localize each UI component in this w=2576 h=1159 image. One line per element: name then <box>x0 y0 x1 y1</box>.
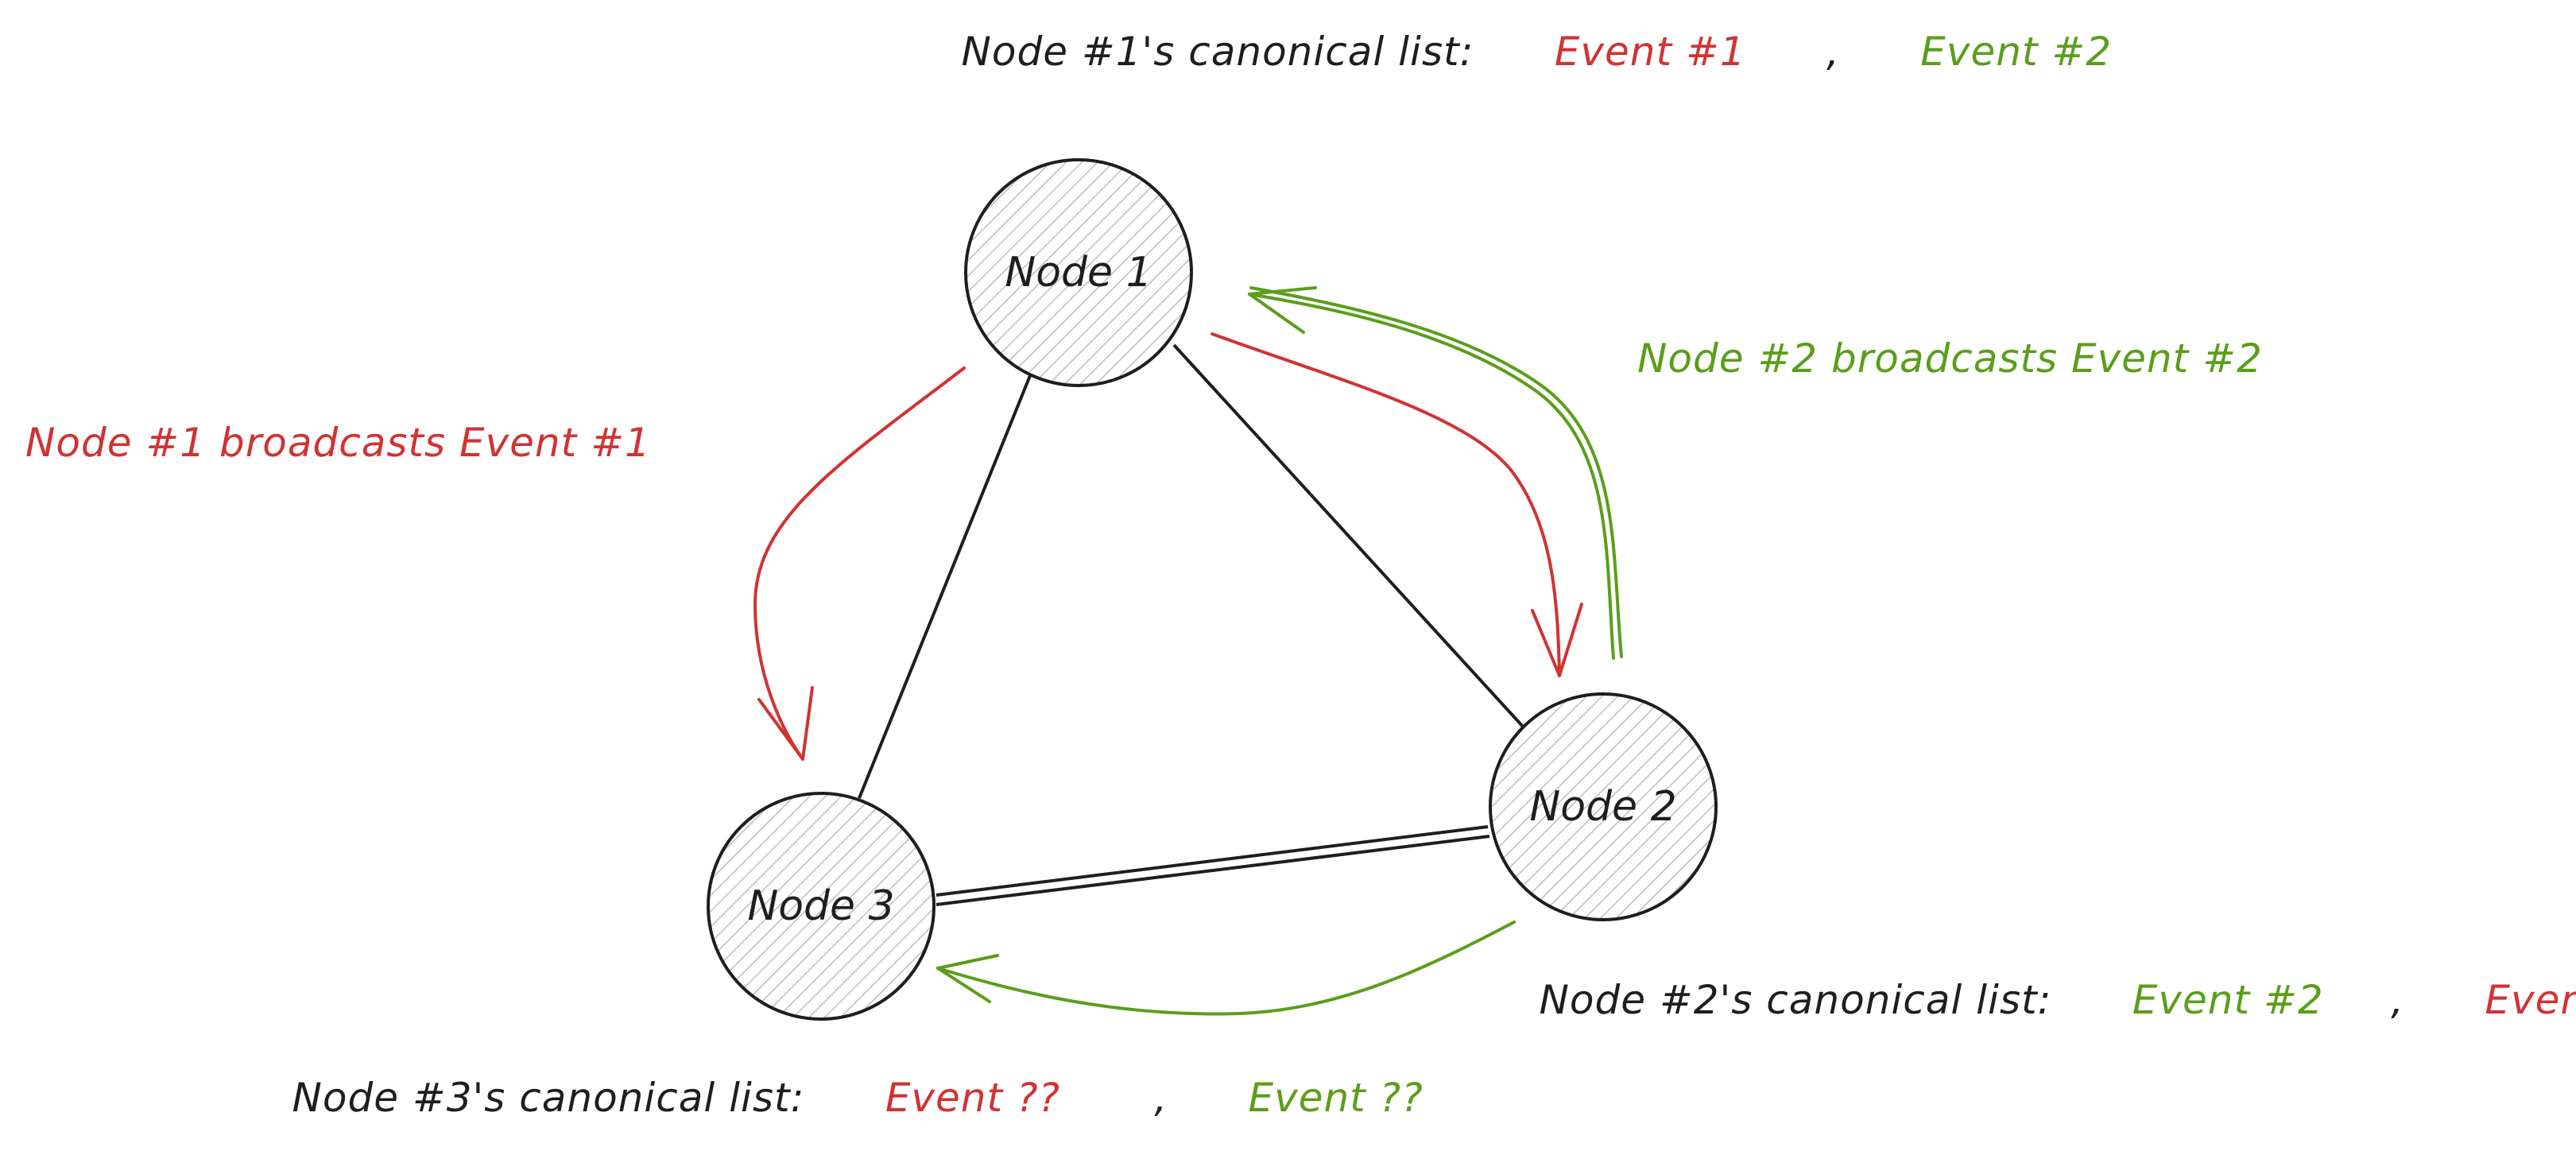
edge-node3-node2-double <box>935 835 1490 906</box>
node-1-broadcast-label: Node #1 broadcasts Event #1 <box>25 420 651 466</box>
node-1-label: Node 1 <box>1005 249 1152 297</box>
node-1-canonical-list: Node #1's canonical list: Event #1 , Eve… <box>894 29 2152 75</box>
node-3: Node 3 <box>707 792 935 1021</box>
green-arrow-node2-to-node3 <box>936 921 1516 1016</box>
node-2-list-first-event: Event #2 <box>2132 977 2324 1023</box>
edge-node1-node2 <box>1172 343 1524 728</box>
node-2-circle <box>1489 692 1718 921</box>
node-2-list-second-event: Event #1 <box>2485 977 2576 1023</box>
node-2-list-prefix: Node #2's canonical list: <box>1539 977 2065 1023</box>
node-2-list-separator: , <box>2391 977 2418 1023</box>
node-1-list-prefix: Node #1's canonical list: <box>961 29 1487 75</box>
node-3-list-first-event: Event ?? <box>885 1075 1060 1121</box>
node-2-broadcast-label: Node #2 broadcasts Event #2 <box>1637 335 2263 382</box>
red-arrow-node1-to-node3 <box>753 366 966 761</box>
green-arrow-node2-to-node1 <box>1248 286 1623 660</box>
node-2-canonical-list: Node #2's canonical list: Event #2 , Eve… <box>1472 977 2576 1023</box>
node-2: Node 2 <box>1489 692 1718 921</box>
node-1-list-second-event: Event #2 <box>1920 29 2112 75</box>
edge-node1-node3 <box>858 373 1032 799</box>
node-1-list-separator: , <box>1813 29 1854 75</box>
edges <box>858 343 1524 906</box>
node-1-circle <box>964 158 1193 387</box>
node-3-canonical-list: Node #3's canonical list: Event ?? , Eve… <box>225 1075 1463 1121</box>
node-2-label: Node 2 <box>1529 783 1676 831</box>
edge-node3-node2 <box>935 825 1489 897</box>
node-3-list-prefix: Node #3's canonical list: <box>292 1075 818 1121</box>
node-1-list-first-event: Event #1 <box>1555 29 1746 75</box>
node-3-list-separator: , <box>1128 1075 1182 1121</box>
node-3-list-second-event: Event ?? <box>1249 1075 1424 1121</box>
red-arrow-node1-to-node2 <box>1211 332 1583 677</box>
node-1: Node 1 <box>964 158 1193 387</box>
node-3-label: Node 3 <box>747 882 894 930</box>
node-3-circle <box>707 792 935 1021</box>
